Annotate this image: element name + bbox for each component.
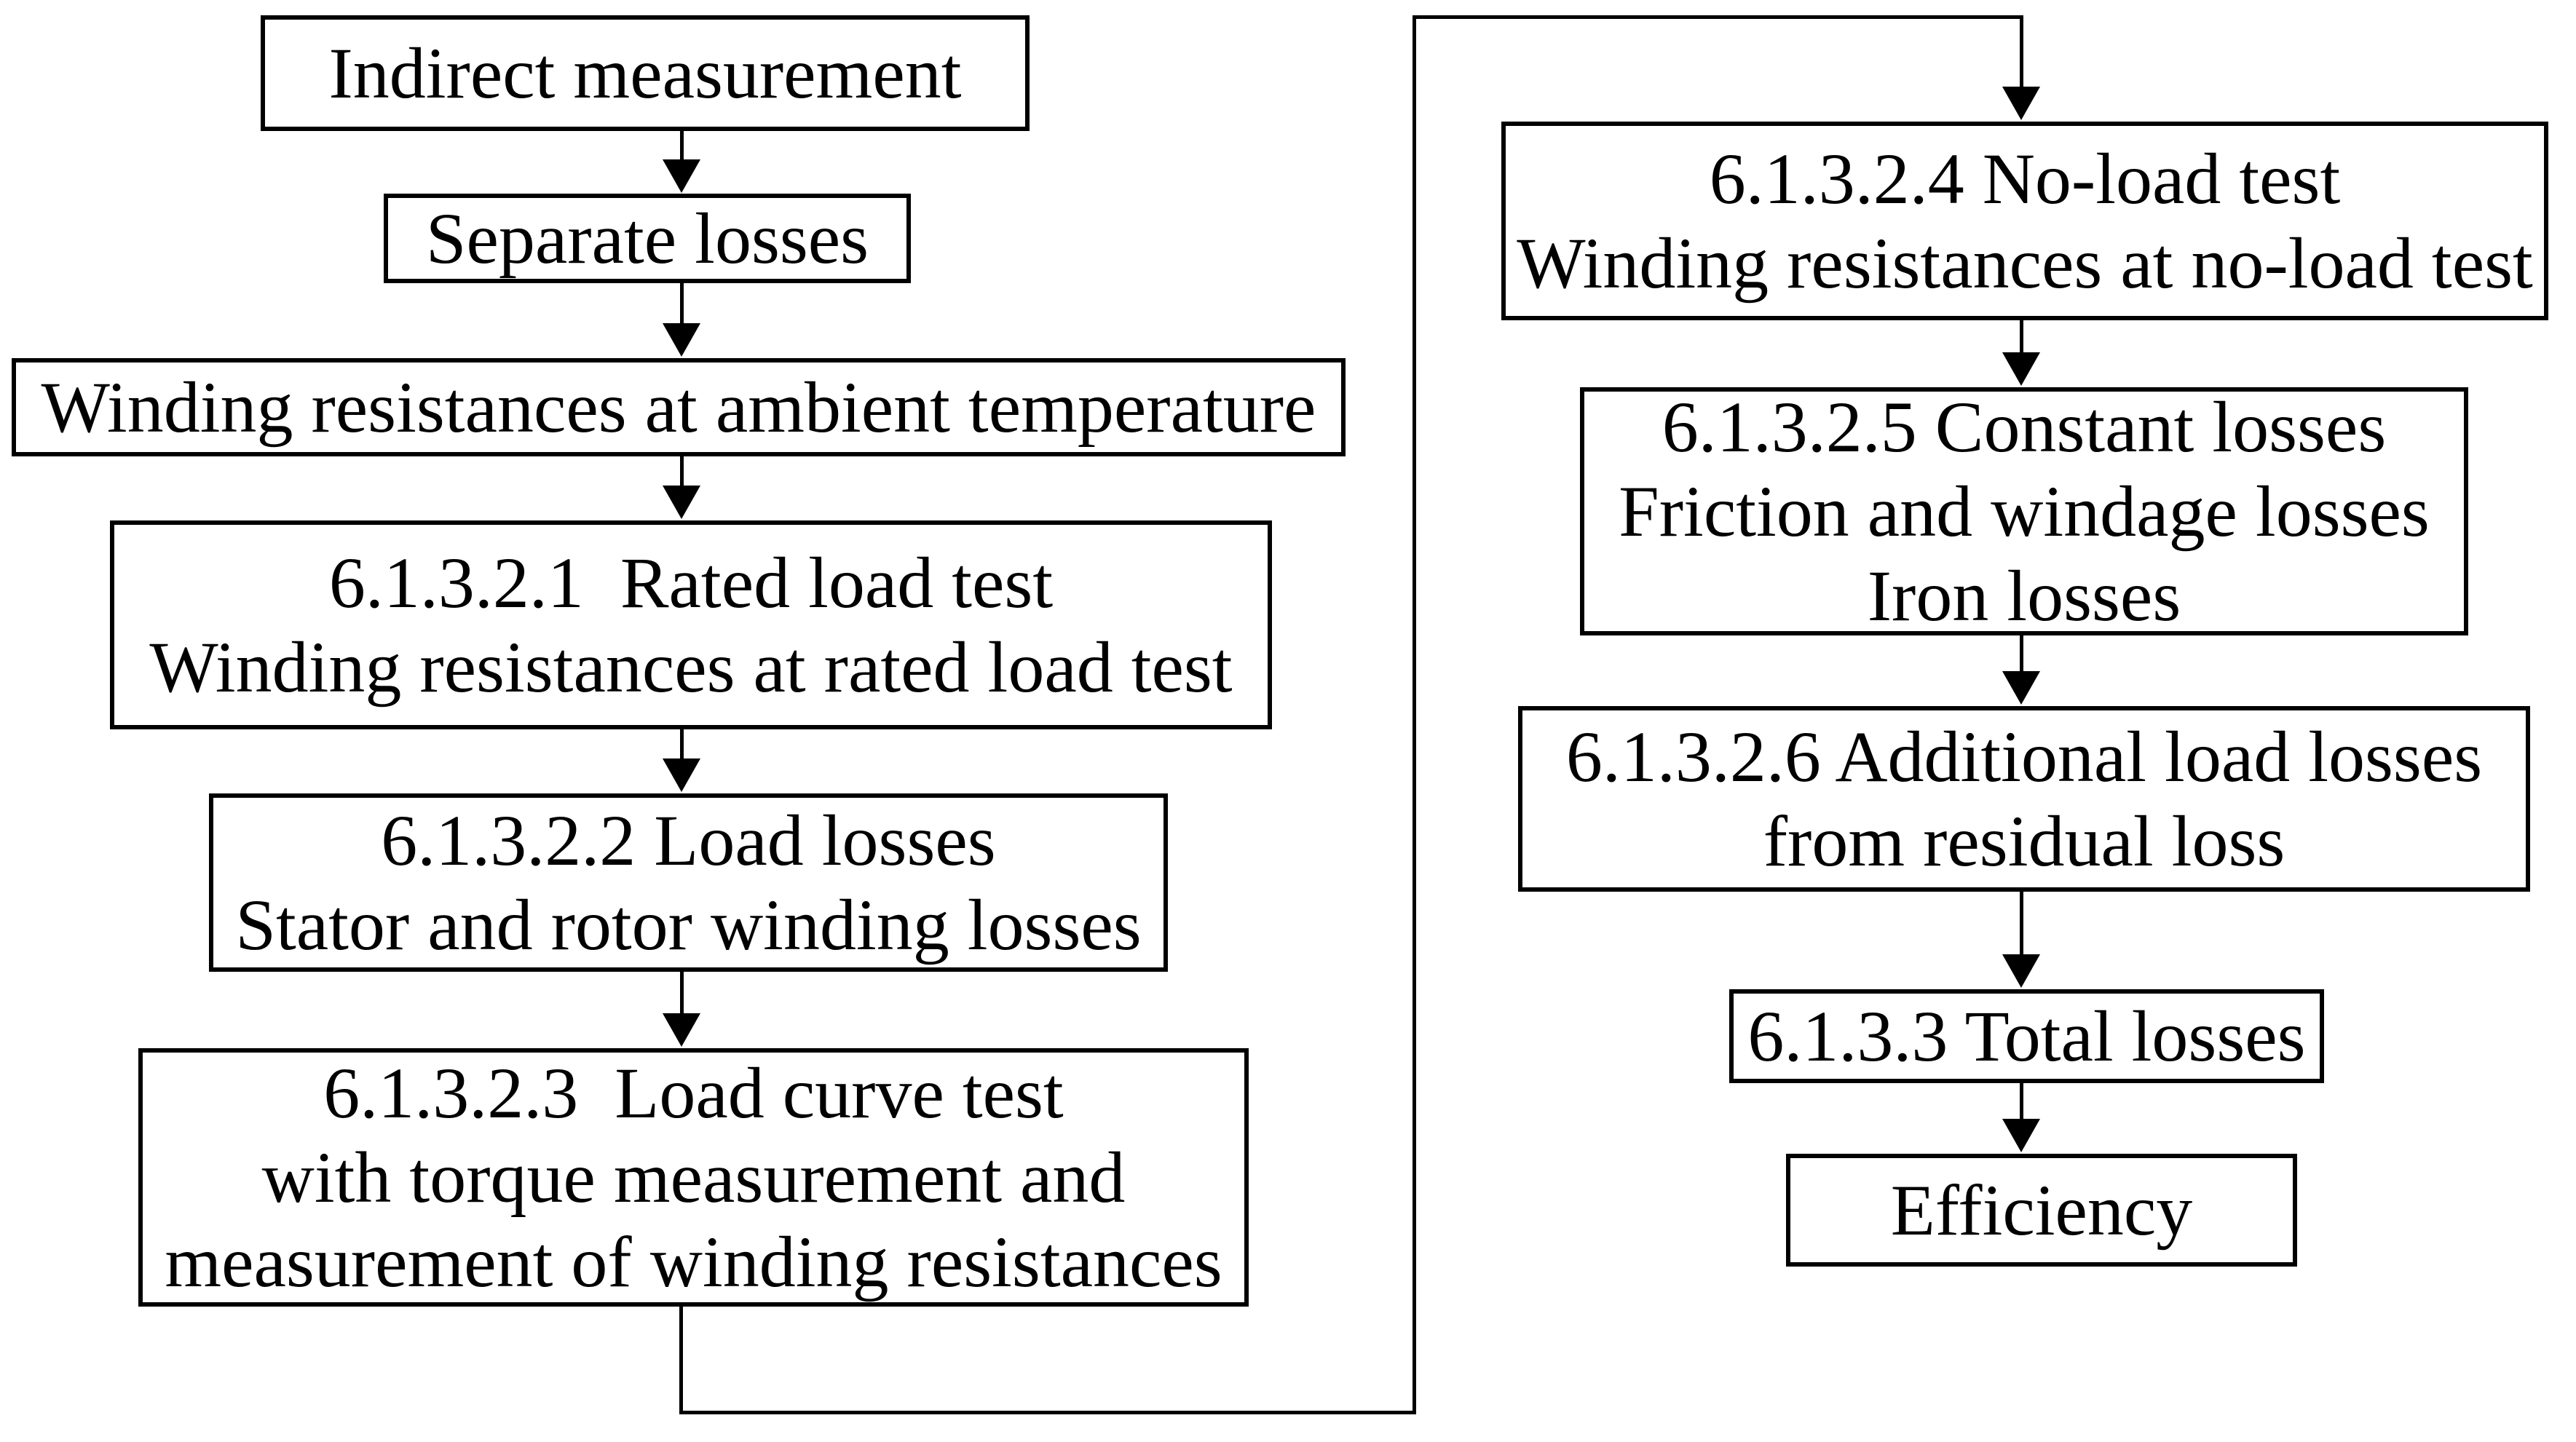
flow-box-constant-losses: 6.1.3.2.5 Constant losses Friction and w…: [1580, 387, 2468, 636]
down-arrow-icon: [2002, 87, 2040, 120]
flow-box-load-losses: 6.1.3.2.2 Load losses Stator and rotor w…: [209, 793, 1168, 972]
connector-segment-bottom: [679, 1411, 1416, 1414]
down-arrow-icon: [663, 323, 700, 357]
flow-box-additional-load-losses: 6.1.3.2.6 Additional load losses from re…: [1518, 706, 2530, 892]
flow-box-total-losses: 6.1.3.3 Total losses: [1729, 989, 2324, 1083]
arrow-stem: [680, 283, 684, 328]
arrow-stem: [2020, 1083, 2023, 1123]
down-arrow-icon: [663, 758, 700, 792]
flow-box-rated-load-test: 6.1.3.2.1 Rated load test Winding resist…: [110, 520, 1272, 729]
down-arrow-icon: [2002, 954, 2040, 988]
down-arrow-icon: [663, 486, 700, 519]
arrow-stem: [680, 972, 684, 1018]
down-arrow-icon: [2002, 1119, 2040, 1152]
flow-box-indirect-measurement: Indirect measurement: [261, 15, 1030, 131]
connector-segment-down: [679, 1307, 683, 1414]
down-arrow-icon: [663, 159, 700, 193]
arrow-stem: [2020, 15, 2023, 91]
arrow-stem: [680, 456, 684, 490]
flow-box-load-curve-test: 6.1.3.2.3 Load curve test with torque me…: [138, 1048, 1249, 1307]
flow-box-no-load-test: 6.1.3.2.4 No-load test Winding resistanc…: [1501, 122, 2548, 320]
flow-box-separate-losses: Separate losses: [384, 194, 911, 283]
arrow-stem: [2020, 320, 2023, 357]
connector-segment-top: [1413, 15, 2023, 19]
connector-segment-up: [1413, 15, 1416, 1414]
arrow-stem: [2020, 635, 2023, 676]
down-arrow-icon: [2002, 671, 2040, 705]
arrow-stem: [680, 729, 684, 763]
flow-box-efficiency: Efficiency: [1786, 1154, 2297, 1267]
down-arrow-icon: [2002, 352, 2040, 386]
arrow-stem: [680, 131, 684, 164]
flow-box-winding-resistances-ambient: Winding resistances at ambient temperatu…: [12, 358, 1346, 456]
down-arrow-icon: [663, 1013, 700, 1047]
arrow-stem: [2020, 892, 2023, 959]
